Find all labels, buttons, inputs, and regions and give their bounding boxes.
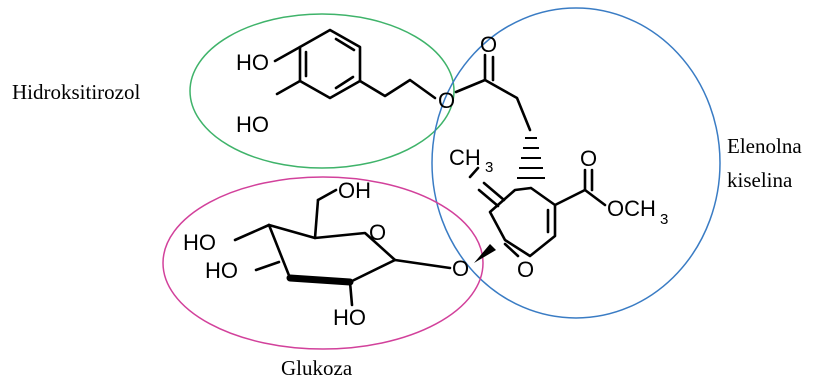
ho-sugar3-bond [348, 280, 354, 307]
glycosidic-wedge [474, 244, 496, 263]
ch3-sub-text: 3 [485, 159, 493, 176]
carbonyl-o-top-text: O [480, 32, 497, 57]
pyran-o-text: O [517, 257, 534, 282]
hashed-bond [517, 137, 545, 179]
ester-o-text: O [438, 88, 455, 113]
ho-sugar1-text: HO [183, 230, 216, 255]
elenolic-acid-label-line2: kiselina [727, 168, 793, 192]
glucose-circle [162, 176, 484, 350]
hydroxytyrosol-label: Hidroksitirozol [12, 80, 140, 104]
ethylidene-bond [468, 166, 480, 179]
ho-sugar2-text: HO [205, 258, 238, 283]
carbonyl-o-right-text: O [580, 146, 597, 171]
ring-o-sugar-text: O [369, 220, 386, 245]
ester-chain [454, 78, 532, 132]
methyl-ester-bond [553, 188, 587, 207]
pyran-ring [488, 186, 557, 258]
och3-main-text: OCH [607, 196, 656, 221]
ho-top-bond [273, 45, 302, 63]
ch3-main-text: CH [449, 145, 481, 170]
ethyl-linker [358, 78, 437, 100]
pyran-exo-double-2 [482, 181, 506, 202]
hydroxytyrosol-circle [189, 13, 455, 169]
glucose-front-edge [286, 274, 354, 286]
ho-sugar2-bond [254, 260, 281, 272]
benzene-ring [298, 28, 362, 100]
ho-sugar3-text: HO [333, 305, 366, 330]
och3-bond [583, 188, 607, 207]
elenolic-acid-label-line1: Elenolna [727, 134, 802, 158]
glucose-label: Glukoza [281, 356, 353, 379]
ch2oh-bond [313, 198, 320, 240]
och3-sub-text: 3 [660, 211, 668, 228]
ho-bottom-text: HO [236, 112, 269, 137]
pyran-o-bond [503, 242, 520, 258]
ho-sugar1-bond [233, 223, 271, 242]
ho-top-text: HO [236, 50, 269, 75]
elenolic-acid-circle [431, 7, 721, 319]
anomeric-bond [393, 258, 452, 270]
ho-bottom-bond [275, 79, 302, 96]
pyran-exo-double [477, 188, 500, 208]
glycosidic-o-text: O [452, 256, 469, 281]
oh-top-text: OH [338, 178, 371, 203]
ch2oh-bond-2 [316, 188, 338, 202]
